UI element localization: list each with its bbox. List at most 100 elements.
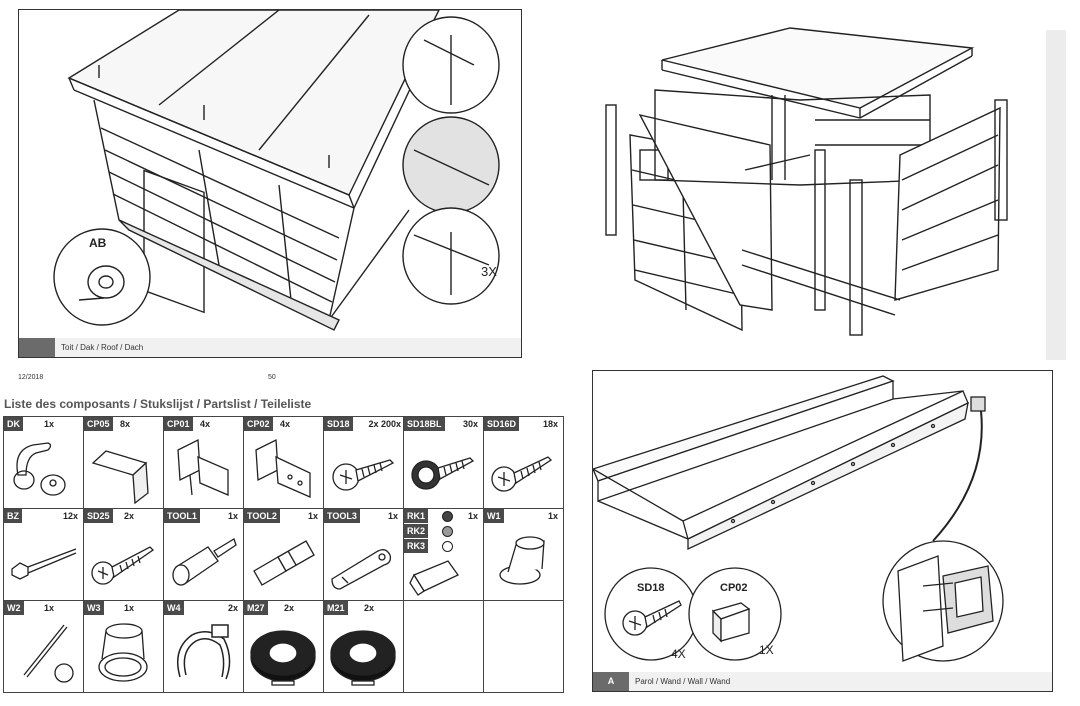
part-cell-sd25: SD25 2x <box>83 508 164 601</box>
part-qty: 2x <box>227 603 238 613</box>
part-qty: 30x <box>462 419 478 429</box>
screw-icon <box>91 546 155 585</box>
drill-bit-icon <box>253 540 315 586</box>
part-cell-empty <box>483 600 564 693</box>
wall-assembly-panel: SD18 4X CP02 1X A Parol / Wand / Wall / … <box>592 370 1053 692</box>
screw-icon <box>332 459 395 491</box>
wall-panel-footer-text: Parol / Wand / Wall / Wand <box>635 677 731 686</box>
part-cell-empty <box>403 600 484 693</box>
part-code: TOOL1 <box>164 509 200 523</box>
part-cell-cp01: CP01 4x <box>163 416 244 509</box>
part-code: CP01 <box>164 417 193 431</box>
part-qty: 8x <box>120 419 131 429</box>
part-cell-dk: DK 1x <box>3 416 84 509</box>
part-qty: 1x <box>387 511 398 521</box>
part-qty: 2x 200x <box>368 419 401 429</box>
pipe-elbow-icon <box>98 623 148 682</box>
parts-list-title: Liste des composants / Stukslijst / Part… <box>4 397 312 411</box>
part-code: SD18 <box>324 417 353 431</box>
parts-row: BZ 12x SD25 2x <box>3 508 564 601</box>
door-handle-icon <box>13 442 66 496</box>
part-cell-w3: W3 1x <box>83 600 164 693</box>
sd18-qty-label: 4X <box>671 647 686 661</box>
roof-assembly-illustration <box>53 10 500 331</box>
part-code: SD16D <box>484 417 520 431</box>
part-cell-tool3: TOOL3 1x <box>323 508 404 601</box>
roof-panel-footer-block <box>19 338 55 357</box>
part-cell-rk: RK1 1x RK2 RK3 <box>403 508 484 601</box>
part-code: TOOL2 <box>244 509 280 523</box>
roof-assembly-panel: AB 3X Toit / Dak / Roof / Dach <box>18 9 522 358</box>
part-code: TOOL3 <box>324 509 360 523</box>
part-cell-sd16d: SD16D 18x <box>483 416 564 509</box>
wall-panel-footer-block: A <box>593 672 629 691</box>
page-edge-shadow <box>1046 30 1066 360</box>
part-code: SD18BL <box>404 417 445 431</box>
wrench-icon <box>331 549 392 590</box>
part-cell-cp05: CP05 8x <box>83 416 164 509</box>
exploded-shed-illustration <box>600 20 1040 360</box>
rk3-swatch <box>442 541 453 552</box>
cp02-qty-label: 1X <box>759 643 774 657</box>
part-code-rk2: RK2 <box>404 524 429 538</box>
part-code: W3 <box>84 601 104 615</box>
part-qty: 18x <box>542 419 558 429</box>
bolt-icon <box>11 548 77 580</box>
part-qty: 1x <box>227 511 238 521</box>
part-qty: 2x <box>284 603 295 613</box>
bracket-icon <box>255 438 311 498</box>
part-code: W2 <box>4 601 24 615</box>
part-cell-tool2: TOOL2 1x <box>243 508 324 601</box>
parts-list-table: DK 1x CP05 8x CP01 4 <box>3 416 564 693</box>
part-qty: 12x <box>62 511 78 521</box>
part-code: RK1 <box>404 509 429 523</box>
part-code: M27 <box>244 601 268 615</box>
part-qty: 1x <box>547 511 558 521</box>
socket-bit-icon <box>172 538 237 586</box>
part-cell-sd18bl: SD18BL 30x <box>403 416 484 509</box>
roof-panel-footer: Toit / Dak / Roof / Dach <box>19 338 521 357</box>
part-code: CP05 <box>84 417 113 431</box>
roof-panel-footer-text: Toit / Dak / Roof / Dach <box>61 343 144 352</box>
screw-quantity-label: 3X <box>481 264 497 279</box>
part-qty: 1x <box>44 603 55 613</box>
part-cell-cp02: CP02 4x <box>243 416 324 509</box>
bushing-icon <box>499 536 545 585</box>
parts-row: W2 1x W3 1x W4 <box>3 600 564 693</box>
angle-bracket-icon <box>91 450 149 504</box>
part-qty: 2x <box>364 603 375 613</box>
sd18-code-label: SD18 <box>637 582 665 594</box>
part-cell-w2: W2 1x <box>3 600 84 693</box>
part-code-rk3: RK3 <box>404 539 429 553</box>
rk1-swatch <box>442 511 453 522</box>
part-cell-w1: W1 1x <box>483 508 564 601</box>
page-number: 50 <box>268 374 276 381</box>
screw-icon <box>411 457 475 490</box>
part-cell-tool1: TOOL1 1x <box>163 508 244 601</box>
rod-icon <box>23 624 74 683</box>
tape-roll-icon <box>330 630 396 686</box>
part-cell-w4: W4 2x <box>163 600 244 693</box>
part-qty: 4x <box>200 419 211 429</box>
part-cell-m21: M21 2x <box>323 600 404 693</box>
part-cell-bz: BZ 12x <box>3 508 84 601</box>
bracket-icon <box>177 438 229 496</box>
part-qty: 4x <box>280 419 291 429</box>
clip-icon <box>177 624 231 680</box>
part-qty: 1x <box>467 511 478 521</box>
print-date: 12/2018 <box>18 374 44 381</box>
part-code: BZ <box>4 509 22 523</box>
part-cell-sd18: SD18 2x 200x <box>323 416 404 509</box>
cp02-code-label: CP02 <box>720 582 748 594</box>
part-code: SD25 <box>84 509 113 523</box>
parts-row: DK 1x CP05 8x CP01 4 <box>3 416 564 509</box>
wall-panel-footer: A Parol / Wand / Wall / Wand <box>593 672 1052 691</box>
part-qty: 1x <box>124 603 135 613</box>
screw-icon <box>491 456 553 492</box>
rk2-swatch <box>442 526 453 537</box>
part-code: W1 <box>484 509 504 523</box>
part-code: W4 <box>164 601 184 615</box>
part-code: CP02 <box>244 417 273 431</box>
tape-badge-label: AB <box>89 236 107 250</box>
wall-frame-illustration <box>593 375 1004 662</box>
